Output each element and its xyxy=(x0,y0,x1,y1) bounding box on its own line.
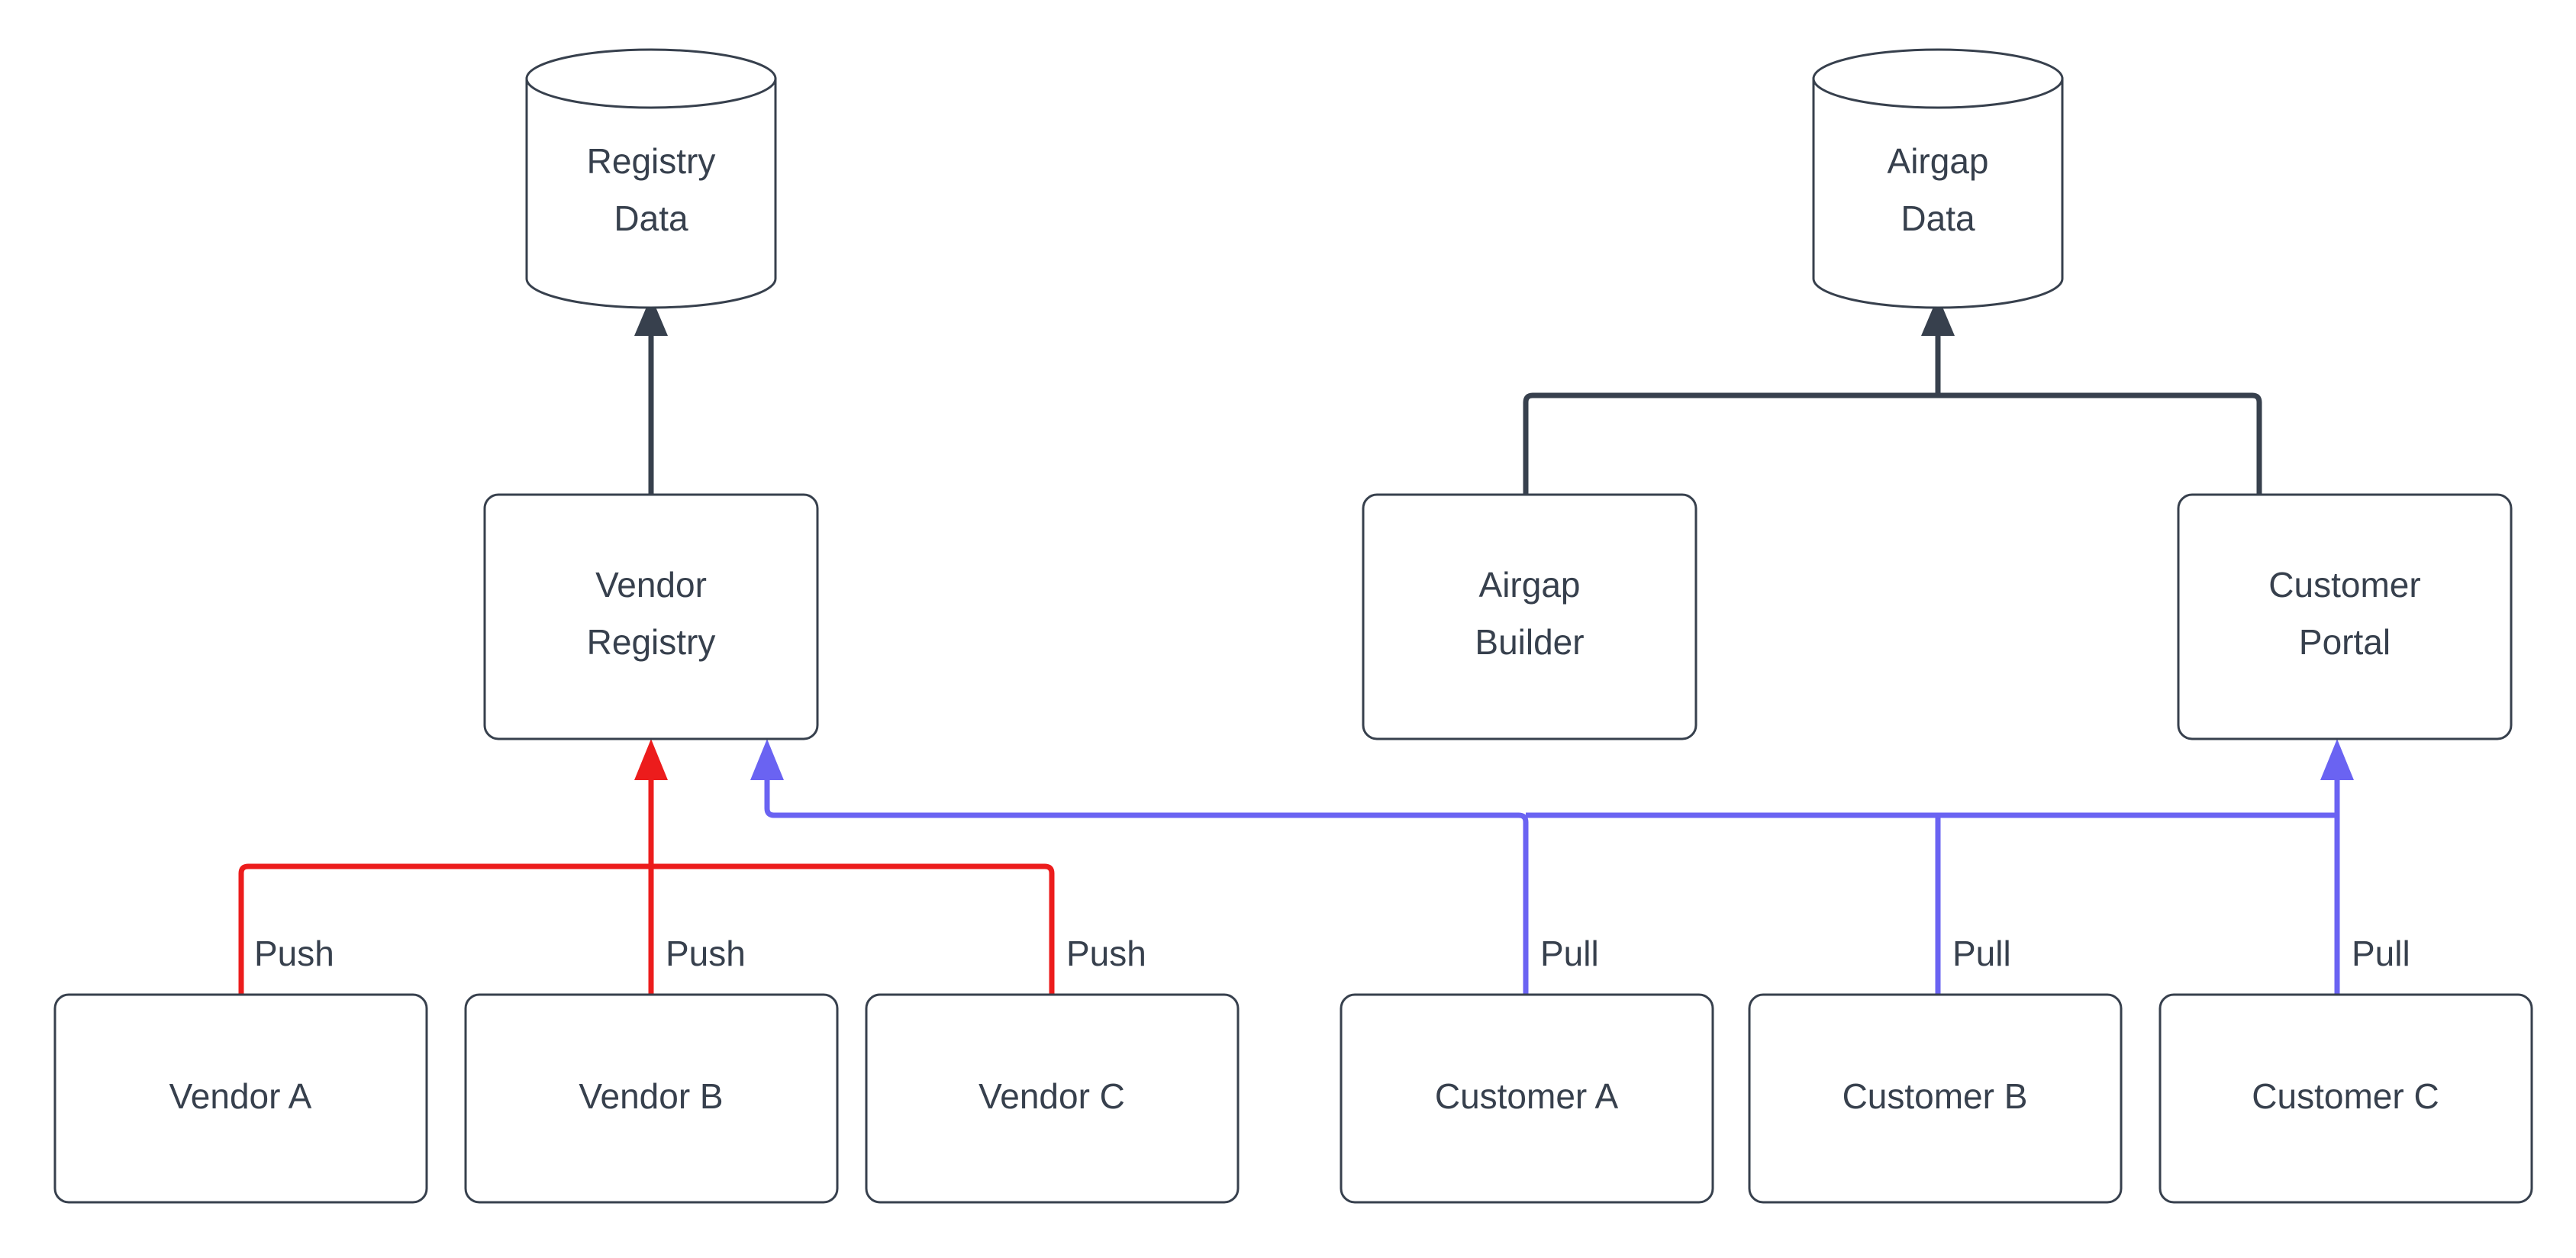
airgap-builder-label-line1: Airgap xyxy=(1479,565,1581,605)
node-customer-b[interactable]: Customer B xyxy=(1748,993,2123,1204)
vendor-b-box xyxy=(464,993,839,1204)
arrowhead-up-icon xyxy=(634,739,668,780)
edge-label-push-b: Push xyxy=(666,934,746,973)
edge-label-pull-b: Pull xyxy=(1952,934,2011,973)
node-vendor-registry[interactable]: Vendor Registry xyxy=(483,493,819,740)
edge-label-pull-a: Pull xyxy=(1540,934,1599,973)
connector-airgap-bracket xyxy=(1523,296,2262,495)
vendor-a-label: Vendor A xyxy=(169,1076,312,1116)
node-registry-data[interactable]: Registry Data xyxy=(525,48,777,309)
registry-data-label-line2: Data xyxy=(614,198,688,238)
airgap-data-label-line1: Airgap xyxy=(1888,141,1989,181)
edge-label-pull-c: Pull xyxy=(2352,934,2410,973)
arrowhead-up-icon xyxy=(750,739,784,780)
edge-label-push-a: Push xyxy=(254,934,334,973)
cylinder-top xyxy=(525,48,777,109)
cylinder-body xyxy=(1812,77,2064,309)
node-vendor-a[interactable]: Vendor A xyxy=(53,993,428,1204)
node-customer-a[interactable]: Customer A xyxy=(1340,993,1714,1204)
node-vendor-b[interactable]: Vendor B xyxy=(464,993,839,1204)
connector-pull-bus xyxy=(750,739,2354,995)
vendor-a-box xyxy=(53,993,428,1204)
registry-data-label-line1: Registry xyxy=(587,141,716,181)
customer-b-label: Customer B xyxy=(1843,1076,2028,1116)
customer-portal-label-line1: Customer xyxy=(2268,565,2420,605)
vendor-registry-label-line2: Registry xyxy=(587,622,716,662)
customer-portal-label-line2: Portal xyxy=(2299,622,2391,662)
customer-c-label: Customer C xyxy=(2252,1076,2439,1116)
customer-a-label: Customer A xyxy=(1435,1076,1619,1116)
node-airgap-builder[interactable]: Airgap Builder xyxy=(1362,493,1697,740)
customer-portal-box xyxy=(2177,493,2513,740)
node-customer-portal[interactable]: Customer Portal xyxy=(2177,493,2513,740)
airgap-builder-box xyxy=(1362,493,1697,740)
customer-a-box xyxy=(1340,993,1714,1204)
connector-push-bus xyxy=(238,739,1055,995)
arrowhead-up-icon xyxy=(2320,739,2354,780)
vendor-registry-box xyxy=(483,493,819,740)
arrowhead-up-icon xyxy=(1921,296,1955,336)
customer-c-box xyxy=(2158,993,2533,1204)
cylinder-body xyxy=(525,77,777,309)
node-customer-c[interactable]: Customer C xyxy=(2158,993,2533,1204)
node-vendor-c[interactable]: Vendor C xyxy=(865,993,1240,1204)
vendor-b-label: Vendor B xyxy=(579,1076,723,1116)
cylinder-top xyxy=(1812,48,2064,109)
node-airgap-data[interactable]: Airgap Data xyxy=(1812,48,2064,309)
airgap-builder-label-line2: Builder xyxy=(1475,622,1584,662)
vendor-registry-label-line1: Vendor xyxy=(595,565,707,605)
arrowhead-up-icon xyxy=(634,296,668,336)
edge-label-push-c: Push xyxy=(1066,934,1146,973)
vendor-c-box xyxy=(865,993,1240,1204)
airgap-data-label-line2: Data xyxy=(1901,198,1975,238)
vendor-c-label: Vendor C xyxy=(978,1076,1125,1116)
connector-vendor-registry-to-registry-data xyxy=(634,296,668,495)
customer-b-box xyxy=(1748,993,2123,1204)
